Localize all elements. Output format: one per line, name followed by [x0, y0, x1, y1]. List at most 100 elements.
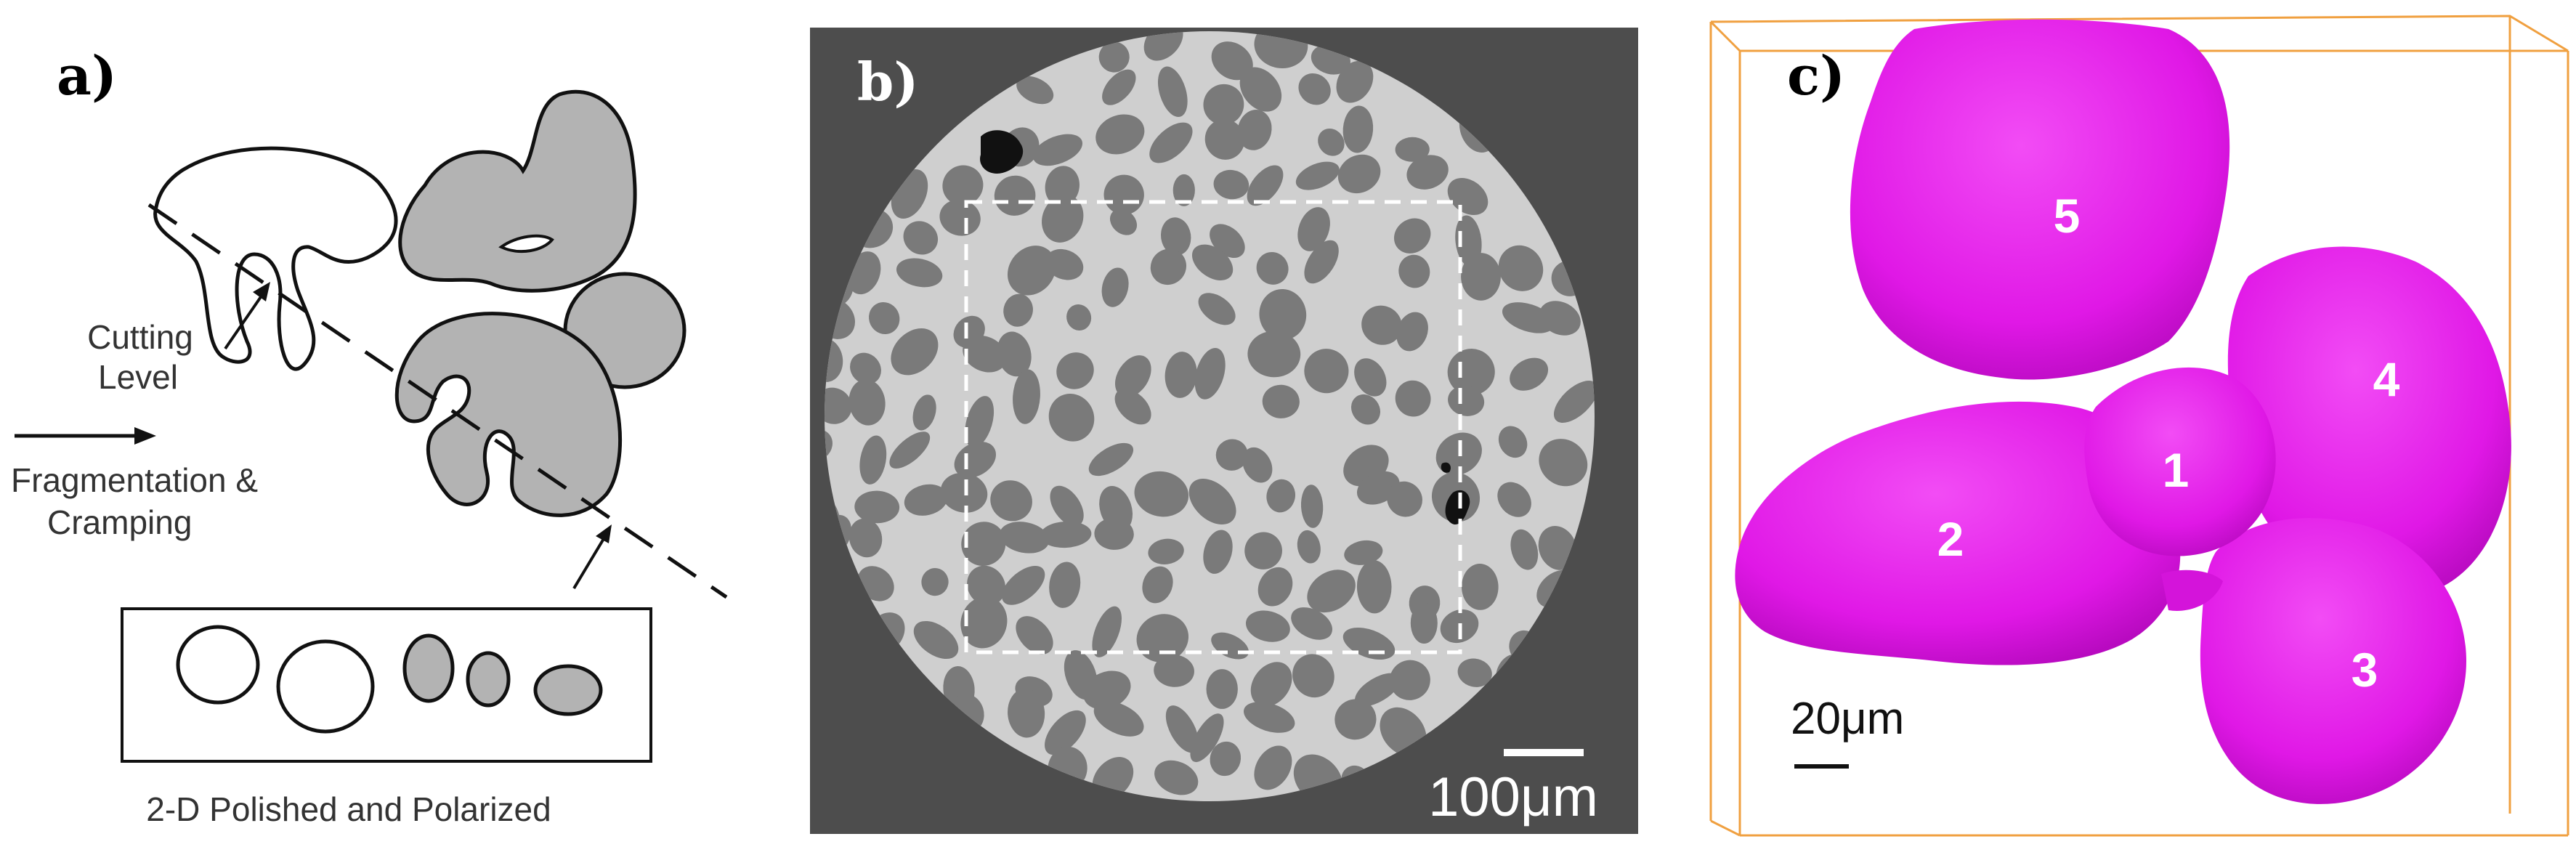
grain-particle — [1247, 331, 1301, 378]
grain-particle — [1098, 41, 1130, 73]
grain-particle — [1003, 293, 1033, 327]
grain-particle — [1114, 355, 1151, 398]
grain-particle — [1257, 567, 1293, 607]
grain-particle — [1291, 607, 1333, 640]
section-arrow — [572, 532, 608, 590]
grain-particle — [1396, 312, 1428, 352]
grain-particle — [1103, 174, 1144, 215]
grain-particle — [1204, 119, 1245, 160]
grain-particle — [1262, 384, 1300, 418]
grain-particle — [903, 221, 939, 255]
grain-particle — [859, 435, 887, 485]
grain-particle — [1211, 41, 1253, 81]
grain-5 — [1850, 19, 2230, 380]
grain-particle — [1114, 389, 1151, 425]
grain-particle — [1307, 570, 1356, 613]
grain-particle — [1304, 240, 1339, 284]
grey-grain-top — [398, 89, 637, 293]
grain-particle — [1410, 602, 1438, 644]
grain-particle — [1008, 688, 1045, 738]
box-edge-bottom — [1710, 819, 1741, 837]
grain-particle — [1259, 288, 1307, 340]
grain-particle — [1213, 169, 1249, 200]
scale-bar-label: 20μm — [1791, 694, 1904, 744]
grain-particle — [1048, 393, 1095, 442]
grain-particle — [1194, 348, 1226, 400]
box-edge-inner-left — [1709, 20, 1741, 52]
grain-particle — [1188, 478, 1236, 525]
pore-top-left — [980, 130, 1024, 174]
grain-particle — [1149, 122, 1193, 163]
grain-particle — [1049, 562, 1081, 608]
grain-particle — [1292, 654, 1334, 698]
grain-particle — [963, 335, 1007, 373]
grain-particle — [1457, 658, 1492, 687]
grain-particle — [940, 472, 988, 513]
grain-particle — [1210, 741, 1242, 777]
fragmentation-arrowhead — [134, 427, 156, 445]
grain-particle — [1143, 31, 1183, 61]
pore-right — [1441, 462, 1470, 525]
panel-b: b) 100μm — [810, 28, 1638, 834]
grain-particle — [967, 565, 1006, 606]
grain-hole — [498, 234, 554, 254]
region-of-interest — [964, 200, 1462, 655]
section-grey-1 — [402, 633, 455, 703]
section-white-1 — [176, 625, 260, 705]
grain-particle — [904, 484, 948, 516]
section-white-2 — [276, 639, 375, 734]
grain-particle — [1101, 267, 1129, 307]
cutting-level-label-2: Level — [98, 358, 178, 396]
grain-particle — [1215, 439, 1248, 471]
grain-particle — [1361, 305, 1402, 345]
grain-particle — [1016, 616, 1053, 655]
section-grey-2 — [466, 651, 511, 708]
grain-particle — [1406, 155, 1449, 190]
grain-particle — [939, 199, 981, 236]
grain-particle — [1013, 369, 1040, 424]
grain-particle — [1389, 660, 1430, 700]
grain-particle — [1142, 566, 1173, 604]
grain-particle — [1056, 352, 1094, 389]
grain-particle — [869, 301, 900, 335]
grain-particle — [1337, 154, 1381, 194]
grain-particle — [1254, 745, 1292, 790]
grain-particle — [896, 258, 943, 288]
grain-particle — [1334, 699, 1377, 740]
grain-particle — [912, 394, 936, 431]
grain-particle — [1344, 540, 1383, 565]
grain-particle — [1350, 394, 1381, 425]
grain-particle — [1094, 518, 1134, 550]
grain-particle — [1336, 60, 1374, 103]
grain-particle — [1165, 352, 1197, 398]
grain-number-2: 2 — [1937, 512, 1964, 566]
grain-number-1: 1 — [2163, 443, 2190, 497]
grain-particle — [1300, 485, 1324, 528]
grain-particle — [1032, 134, 1083, 166]
cutting-level-label-1: Cutting — [87, 318, 193, 356]
grain-particle — [1198, 293, 1236, 325]
grain-particle — [1447, 177, 1489, 216]
grain-particle — [1203, 530, 1233, 574]
grain-particle — [848, 379, 886, 426]
grain-particle — [850, 352, 881, 385]
grain-particle — [1154, 760, 1199, 795]
panel-a-label: a) — [57, 45, 117, 108]
grain-particle — [1498, 245, 1544, 291]
grain-particle — [1190, 713, 1224, 763]
grain-particle — [1206, 669, 1238, 709]
grain-particle — [997, 331, 1032, 377]
panel-b-label: b) — [857, 51, 918, 113]
grain-particle — [848, 518, 883, 558]
grain-particle — [854, 490, 900, 524]
grain-particle — [1245, 610, 1290, 642]
grain-number-5: 5 — [2054, 189, 2081, 243]
grain-particle — [1007, 246, 1056, 296]
grain-particle — [1297, 207, 1330, 251]
grain-particle — [1239, 67, 1282, 112]
grain-particle — [1172, 174, 1195, 206]
grain-particle — [1093, 701, 1144, 737]
grain-particle — [1042, 195, 1084, 243]
grain-particle — [1539, 301, 1581, 336]
grain-particle — [1304, 349, 1349, 394]
